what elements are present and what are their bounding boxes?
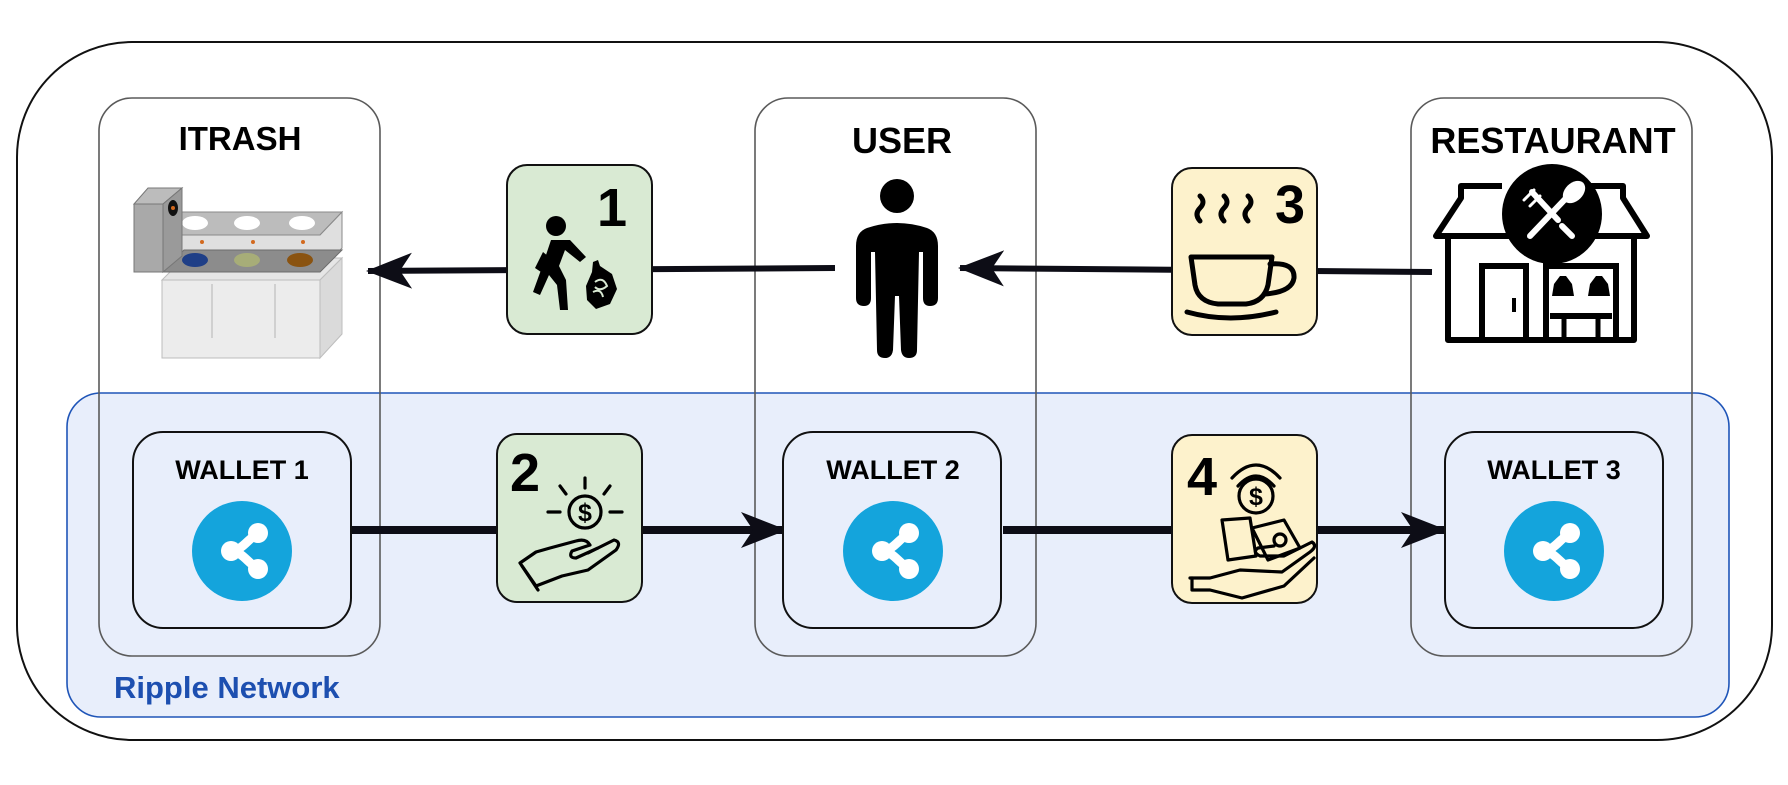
itrash-title: ITRASH bbox=[179, 120, 302, 157]
step-4-card: 4 $ bbox=[1171, 434, 1318, 604]
ripple-logo-icon bbox=[192, 501, 292, 601]
wallet-3-card: WALLET 3 bbox=[1444, 431, 1664, 629]
user-person-icon bbox=[856, 179, 938, 358]
ripple-logo-icon bbox=[1504, 501, 1604, 601]
wallet-1-label: WALLET 1 bbox=[175, 455, 309, 485]
step-3-number: 3 bbox=[1275, 175, 1305, 235]
wallet-2-card: WALLET 2 bbox=[782, 431, 1002, 629]
step-2-number: 2 bbox=[510, 443, 540, 503]
user-title: USER bbox=[852, 120, 952, 161]
restaurant-column bbox=[1410, 97, 1693, 657]
user-column bbox=[754, 97, 1037, 657]
coin-dollar-sign: $ bbox=[1249, 483, 1263, 511]
wallet-2-label: WALLET 2 bbox=[826, 455, 960, 485]
person-disposing-trash-icon bbox=[533, 216, 617, 310]
step-1-card: 1 bbox=[506, 164, 653, 335]
step-3-card: 3 bbox=[1171, 167, 1318, 336]
wallet-3-label: WALLET 3 bbox=[1487, 455, 1621, 485]
restaurant-title: RESTAURANT bbox=[1430, 120, 1675, 161]
coffee-cup-icon bbox=[1184, 193, 1297, 321]
itrash-column bbox=[98, 97, 381, 657]
step-4-number: 4 bbox=[1187, 447, 1217, 507]
wallet-1-card: WALLET 1 bbox=[132, 431, 352, 629]
restaurant-building-icon bbox=[1433, 164, 1650, 343]
step-1-number: 1 bbox=[597, 178, 627, 238]
step-2-card: 2 $ bbox=[496, 433, 643, 603]
coin-dollar-sign: $ bbox=[578, 499, 592, 527]
ripple-network-label: Ripple Network bbox=[114, 670, 340, 705]
ripple-logo-icon bbox=[843, 501, 943, 601]
hand-giving-money-icon bbox=[1188, 463, 1317, 600]
hand-receiving-coin-icon bbox=[518, 476, 624, 592]
itrash-machine-icon bbox=[132, 186, 344, 360]
